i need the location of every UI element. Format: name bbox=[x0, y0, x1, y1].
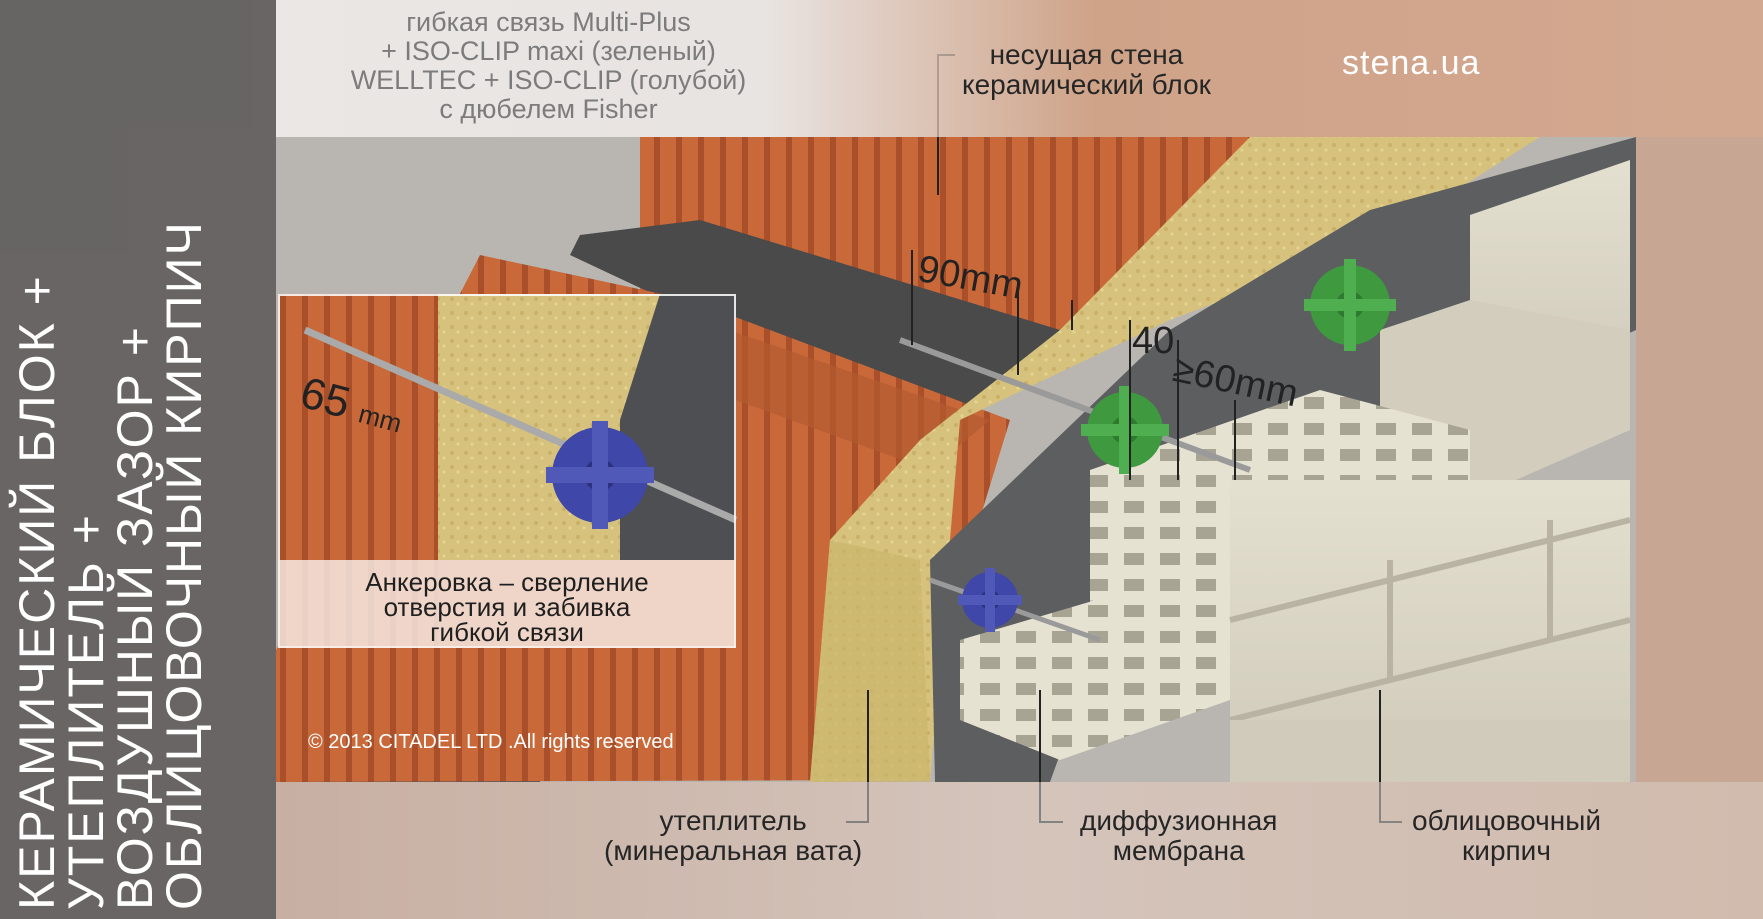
ties-caption: гибкая связь Multi-Plus + ISO-CLIP maxi … bbox=[276, 8, 821, 124]
label-line: керамический блок bbox=[962, 69, 1211, 100]
label-line: диффузионная bbox=[1080, 805, 1278, 836]
green-clip-icon-2 bbox=[1304, 259, 1396, 351]
inset-caption-line: Анкеровка – сверление bbox=[365, 567, 649, 597]
flexible-ties bbox=[898, 259, 1396, 643]
inset-caption: Анкеровка – сверление отверстия и забивк… bbox=[278, 560, 736, 648]
vertical-title: КЕРАМИЧЕСКИЙ БЛОК + УТЕПЛИТЕЛЬ + ВОЗДУШН… bbox=[9, 10, 263, 910]
label-diffusion-membrane: диффузионная мембрана bbox=[1080, 806, 1277, 866]
label-insulation: утеплитель (минеральная вата) bbox=[604, 806, 862, 866]
copyright: © 2013 CITADEL LTD .All rights reserved bbox=[308, 731, 674, 753]
site-name: stena.ua bbox=[1342, 44, 1481, 82]
ties-caption-line: гибкая связь Multi-Plus bbox=[406, 7, 691, 37]
label-line: мембрана bbox=[1112, 835, 1245, 866]
ties-caption-line: с дюбелем Fisher bbox=[439, 94, 658, 124]
bottom-caption-band bbox=[276, 782, 1763, 919]
top-caption-band bbox=[276, 0, 1763, 137]
title-sidebar: КЕРАМИЧЕСКИЙ БЛОК + УТЕПЛИТЕЛЬ + ВОЗДУШН… bbox=[0, 0, 276, 919]
vertical-title-line: ОБЛИЦОВОЧНЫЙ КИРПИЧ bbox=[156, 220, 212, 910]
dimension-lines bbox=[911, 250, 1236, 480]
label-line: утеплитель bbox=[659, 805, 807, 836]
dimension-40: 40 bbox=[1132, 320, 1175, 362]
blue-clip-icon-inset bbox=[546, 421, 654, 529]
ties-caption-line: WELLTEC + ISO-CLIP (голубой) bbox=[350, 65, 747, 95]
vertical-title-line: КЕРАМИЧЕСКИЙ БЛОК + bbox=[9, 274, 65, 910]
label-facing-brick: облицовочный кирпич bbox=[1412, 806, 1601, 866]
inset-caption-line: гибкой связи bbox=[430, 617, 584, 647]
vertical-title-line: ВОЗДУШНЫЙ ЗАЗОР + bbox=[107, 325, 163, 910]
vertical-title-line: УТЕПЛИТЕЛЬ + bbox=[58, 513, 114, 910]
inset-caption-line: отверстия и забивка bbox=[383, 592, 631, 622]
facing-bricks bbox=[960, 160, 1631, 782]
label-line: кирпич bbox=[1462, 835, 1551, 866]
label-load-bearing-wall: несущая стена керамический блок bbox=[962, 40, 1211, 100]
label-line: облицовочный bbox=[1412, 805, 1601, 836]
label-line: (минеральная вата) bbox=[604, 835, 863, 866]
label-line: несущая стена bbox=[989, 39, 1184, 70]
mortar-layer bbox=[570, 220, 1060, 410]
green-clip-icon bbox=[1081, 386, 1169, 474]
blue-clip-icon bbox=[958, 568, 1022, 632]
dimension-65-unit: mm bbox=[355, 398, 406, 439]
facing-brick-cut-lower bbox=[960, 590, 1230, 760]
ties-caption-line: + ISO-CLIP maxi (зеленый) bbox=[381, 36, 716, 66]
